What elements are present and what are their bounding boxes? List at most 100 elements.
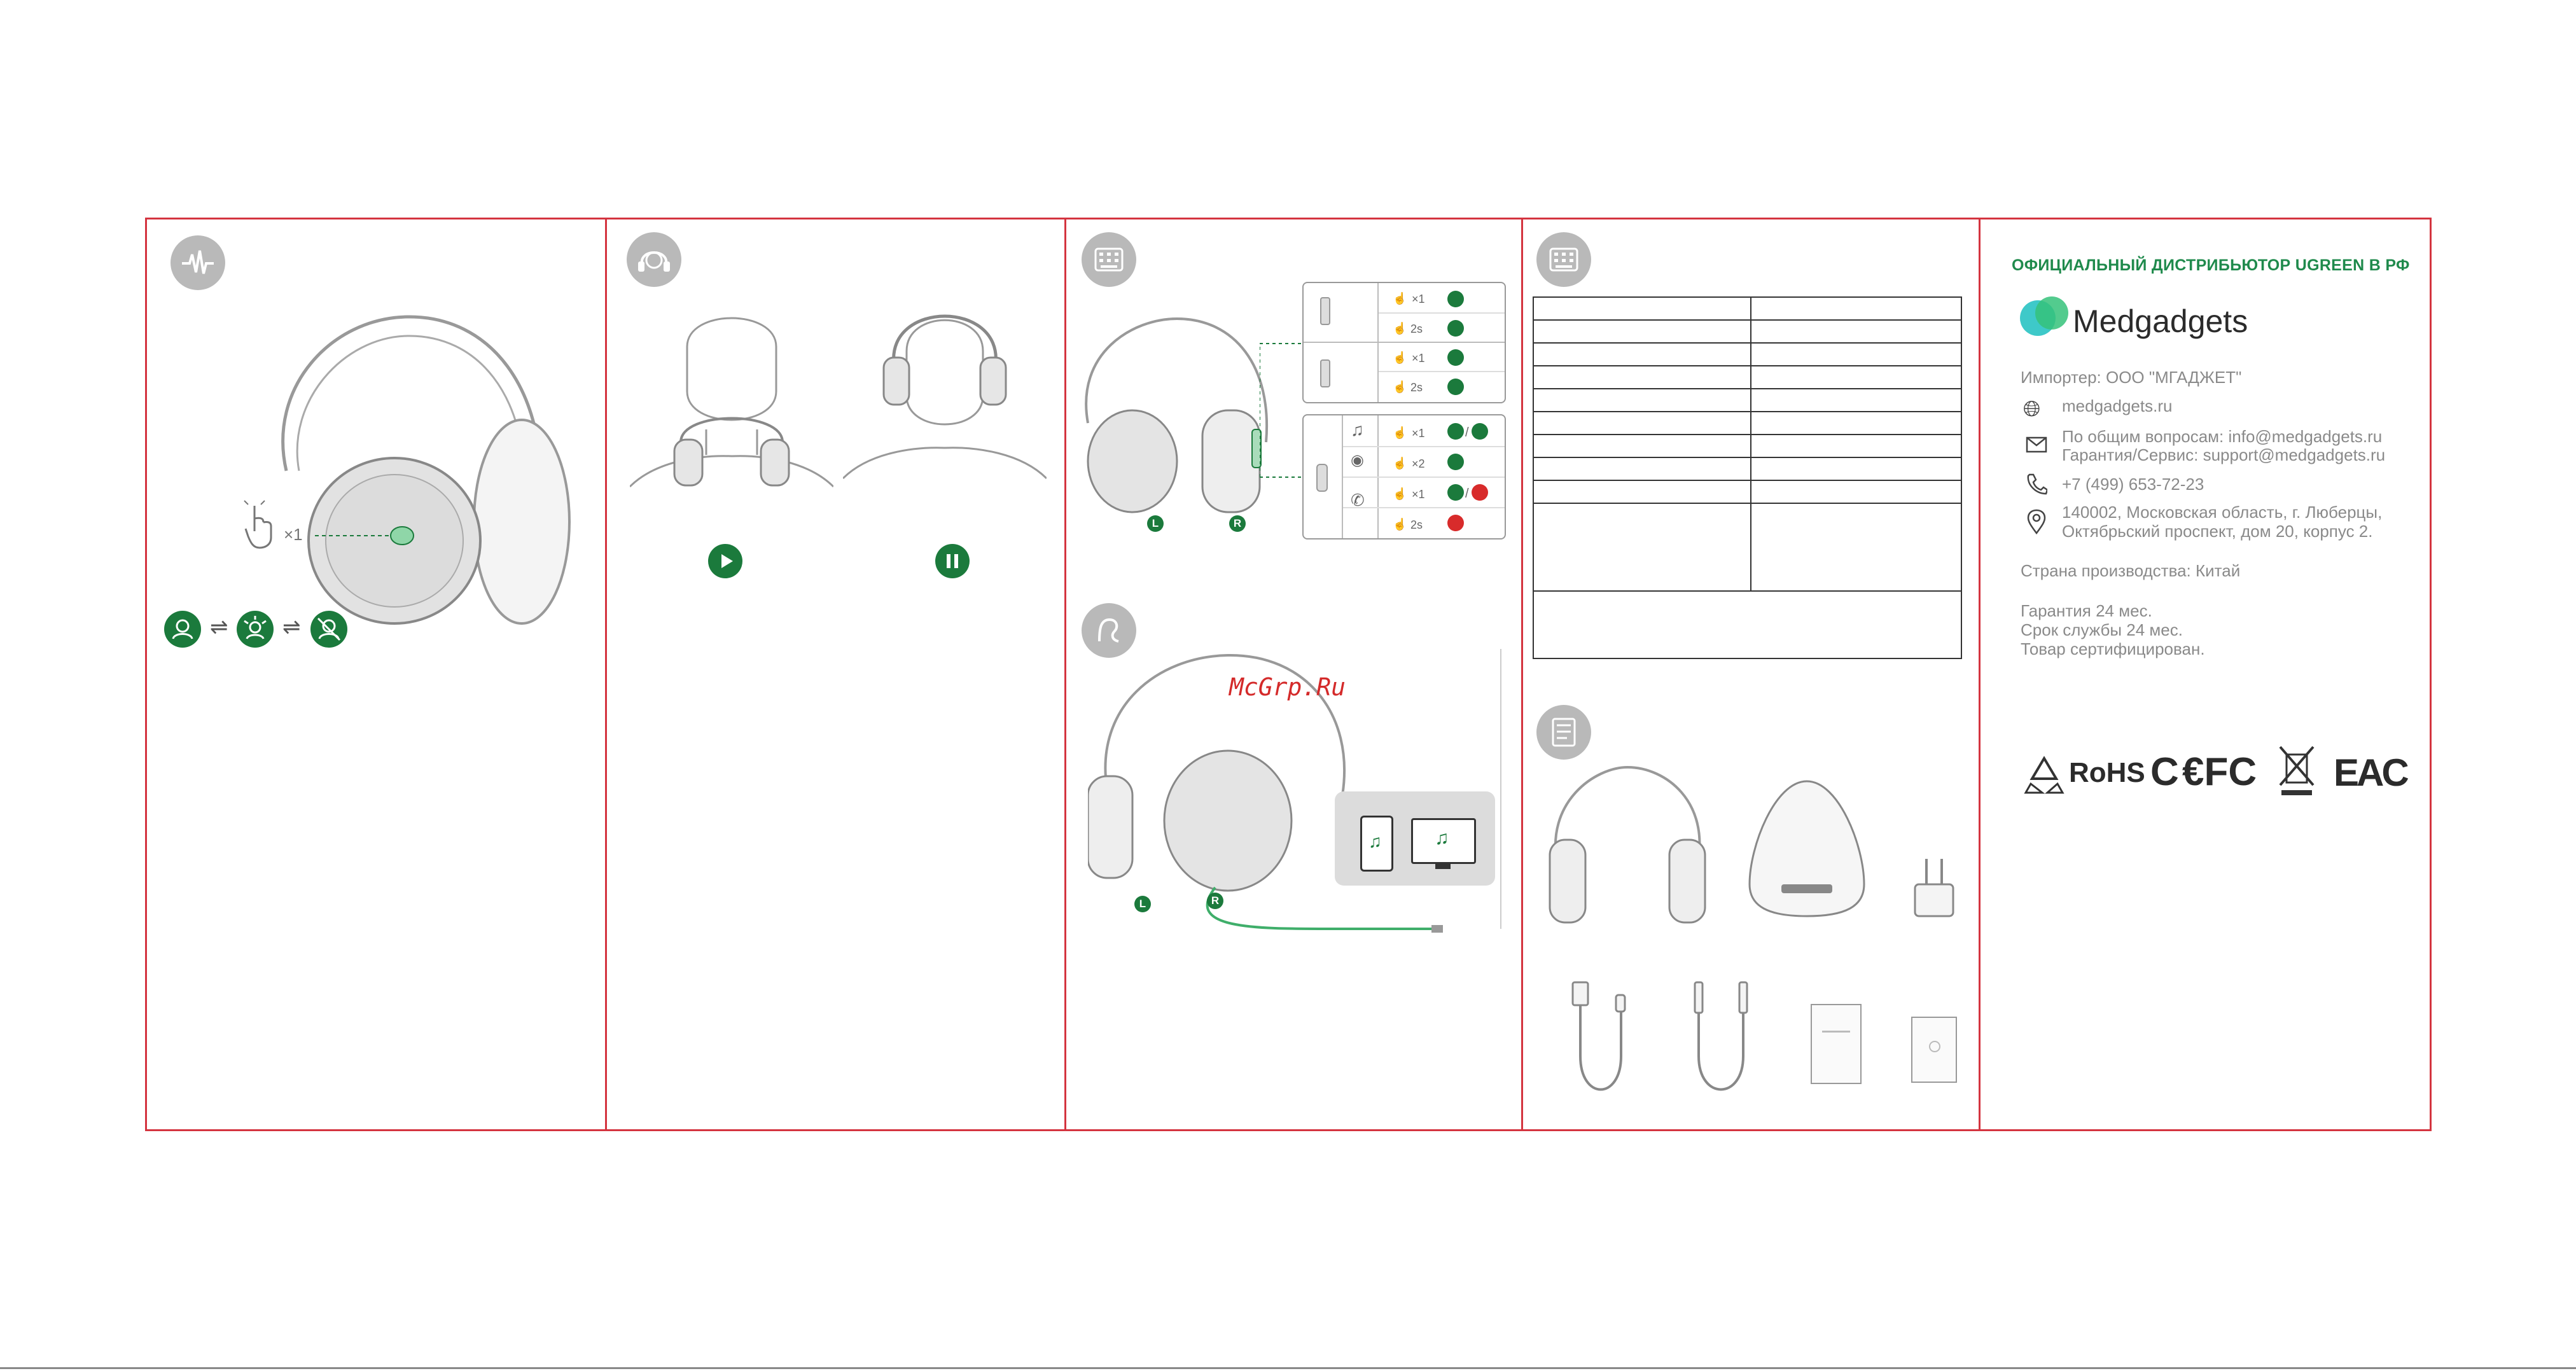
- playback-call-controls-box: ♫ ◉ ✆ ☝ ×1 / ☝ ×2 ☝ ×1 / ☝ 2s: [1302, 414, 1506, 539]
- tap-hand-icon: ☝: [1393, 518, 1407, 531]
- multifunction-button-icon: [1316, 464, 1328, 492]
- panel-divider: [1979, 218, 1981, 1131]
- location-pin-icon: [2027, 509, 2046, 534]
- audio-source-devices: ♫ ♫: [1335, 791, 1495, 886]
- reject-call-icon: [1447, 515, 1464, 531]
- email-general[interactable]: По общим вопросам: info@medgadgets.ru: [2062, 427, 2383, 446]
- weee-bin-icon: [2279, 746, 2315, 795]
- hold-2s-label: 2s: [1410, 518, 1423, 531]
- phone-call-icon: ✆: [1351, 491, 1365, 510]
- anc-on-mode-icon: [164, 611, 201, 648]
- distributor-title: ОФИЦИАЛЬНЫЙ ДИСТРИБЬЮТОР UGREEN В РФ: [2012, 256, 2410, 274]
- right-side-label: R: [1233, 517, 1242, 529]
- keypad-icon: [1082, 232, 1136, 287]
- tap-once-label: ×1: [1412, 293, 1425, 305]
- play-icon: [708, 544, 742, 578]
- tap-hand-icon: ☝: [1393, 322, 1407, 335]
- left-side-badge: L: [1134, 896, 1151, 912]
- headphone-illustration: [281, 315, 571, 625]
- package-carrying-case: [1748, 780, 1865, 917]
- right-side-badge: R: [1229, 515, 1246, 532]
- waveform-icon: [171, 235, 225, 290]
- website-link[interactable]: medgadgets.ru: [2062, 396, 2173, 415]
- specifications-table: [1533, 296, 1962, 659]
- panel-divider: [605, 218, 607, 1131]
- pause-icon: [935, 544, 970, 578]
- wired-connection-illustration: [1088, 653, 1443, 933]
- toggle-arrows-icon: ⇌: [210, 615, 228, 639]
- previous-track-icon: [1447, 379, 1464, 395]
- hold-2s-label: 2s: [1410, 381, 1423, 394]
- left-side-label: L: [1152, 517, 1159, 529]
- anc-off-mode-icon: [310, 611, 347, 648]
- service-life: Срок службы 24 мес.: [2021, 620, 2183, 639]
- right-side-label: R: [1211, 894, 1220, 907]
- importer-text: Импортер: ООО "МГАДЖЕТ": [2021, 368, 2242, 387]
- mail-icon: [2026, 436, 2047, 453]
- cable-icon: [1082, 603, 1136, 658]
- tap-hand-icon: ☝: [1393, 380, 1407, 393]
- tap-once-label: ×1: [1412, 427, 1425, 440]
- tap-once-label: ×1: [1412, 352, 1425, 365]
- answer-call-icon: [1447, 484, 1464, 501]
- panel-divider: [1064, 218, 1066, 1131]
- ambient-mode-icon: [237, 611, 274, 648]
- toggle-arrows-icon: ⇌: [282, 615, 301, 639]
- country-of-origin: Страна производства: Китай: [2021, 561, 2241, 580]
- play-icon: [1472, 423, 1488, 440]
- rohs-mark: RoHS: [2069, 757, 2145, 788]
- left-side-badge: L: [1147, 515, 1164, 532]
- package-airplane-adapter: [1914, 859, 1954, 917]
- address-line-2: Октябрьский проспект, дом 20, корпус 2.: [2062, 522, 2373, 541]
- tap-hand-icon: [244, 500, 272, 549]
- voice-assistant-action-icon: [1447, 454, 1464, 470]
- eac-mark: EAC: [2334, 751, 2409, 794]
- hold-2s-label: 2s: [1410, 323, 1423, 335]
- keypad-icon: [1536, 232, 1591, 287]
- package-audio-cable: [1694, 981, 1748, 1091]
- tap-hand-icon: ☝: [1393, 487, 1407, 500]
- end-call-icon: [1472, 484, 1488, 501]
- person-headphones-on-neck: [630, 317, 833, 488]
- globe-icon: 🌐︎: [2023, 397, 2041, 421]
- tap-twice-label: ×2: [1412, 457, 1425, 470]
- head-wear-icon: [627, 232, 681, 287]
- phone-icon: ♫: [1360, 816, 1393, 872]
- tap-once-label: ×1: [1412, 488, 1425, 501]
- callout-lines: [1260, 343, 1302, 478]
- package-warranty-card: [1911, 1017, 1957, 1083]
- brand-name: Medgadgets: [2073, 303, 2248, 339]
- fcc-mark: €FC: [2182, 750, 2257, 794]
- left-side-label: L: [1139, 898, 1146, 910]
- monitor-icon: ♫: [1411, 818, 1476, 864]
- headphone-controls-illustration: [1085, 317, 1269, 513]
- volume-down-icon: [1447, 349, 1464, 366]
- pause-icon: [1447, 423, 1464, 440]
- medgadgets-logo-icon: [2020, 296, 2068, 336]
- voice-assistant-icon: ◉: [1351, 452, 1364, 469]
- person-headphones-on-head: [843, 314, 1047, 480]
- warranty-period: Гарантия 24 мес.: [2021, 601, 2152, 620]
- watermark: McGrp.Ru: [1229, 673, 1346, 701]
- phone-number[interactable]: +7 (499) 653-72-23: [2062, 475, 2204, 494]
- leaflet-frame: [145, 218, 2432, 1131]
- next-track-icon: [1447, 320, 1464, 337]
- tap-hand-icon: ☝: [1393, 426, 1407, 439]
- tap-count-label: ×1: [284, 525, 303, 544]
- phone-icon: [2027, 473, 2047, 495]
- manual-icon: [1536, 705, 1591, 760]
- recycle-icon: [2024, 756, 2064, 794]
- certification-note: Товар сертифицирован.: [2021, 639, 2205, 658]
- right-side-badge: R: [1207, 893, 1223, 909]
- address-line-1: 140002, Московская область, г. Люберцы,: [2062, 503, 2383, 522]
- email-support[interactable]: Гарантия/Сервис: support@medgadgets.ru: [2062, 445, 2386, 464]
- panel-divider: [1521, 218, 1523, 1131]
- volume-up-button-icon: [1320, 297, 1330, 325]
- tap-hand-icon: ☝: [1393, 457, 1407, 470]
- volume-controls-box: ☝ ×1 ☝ 2s ☝ ×1 ☝ 2s: [1302, 282, 1506, 403]
- package-usb-cable: [1571, 981, 1626, 1091]
- tap-hand-icon: ☝: [1393, 351, 1407, 364]
- volume-down-button-icon: [1320, 359, 1330, 387]
- ce-mark: C: [2150, 750, 2179, 794]
- package-user-manual: [1811, 1004, 1862, 1084]
